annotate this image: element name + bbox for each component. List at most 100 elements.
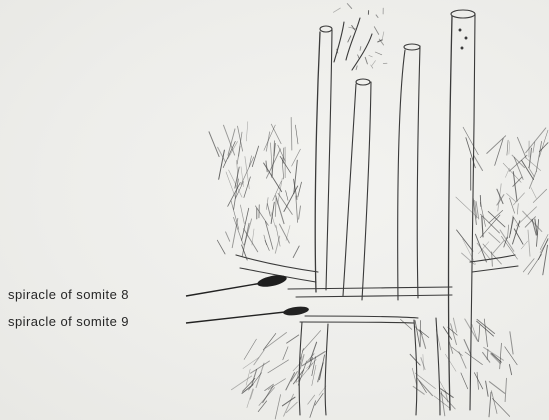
tube-dot: [459, 29, 461, 31]
seta-stroke: [252, 146, 258, 167]
seta-stroke: [286, 373, 295, 390]
seta-stroke: [523, 211, 542, 231]
seta-stroke: [244, 339, 256, 359]
seta-stroke: [375, 52, 382, 55]
seta-stroke: [529, 148, 531, 167]
seta-stroke: [243, 358, 259, 369]
seta-stroke: [274, 141, 275, 156]
seta-stroke: [401, 319, 412, 329]
seta-stroke: [503, 163, 521, 182]
seta-stroke: [423, 354, 424, 370]
seta-stroke: [223, 141, 235, 167]
seta-stroke: [531, 188, 536, 199]
tube-center: [343, 84, 356, 296]
seta-stroke: [493, 240, 504, 253]
seta-stroke: [369, 55, 373, 57]
seta-stroke: [268, 379, 285, 390]
setae: [209, 4, 548, 419]
seta-stroke: [481, 214, 500, 233]
seta-stroke: [271, 124, 281, 144]
seta-stroke: [452, 347, 463, 356]
seta-stroke: [410, 354, 420, 365]
seta-stroke: [312, 365, 316, 386]
seta-stroke: [250, 389, 253, 399]
seta-stroke: [457, 230, 473, 251]
seta-stroke: [267, 204, 270, 216]
seta-stroke: [228, 129, 235, 155]
tube-dot: [461, 47, 463, 49]
seta-stroke: [487, 136, 506, 154]
lower-trunk-left-edge: [325, 324, 328, 415]
seta-stroke: [226, 172, 236, 199]
seta-stroke: [413, 386, 424, 394]
seta-stroke: [286, 226, 290, 241]
seta-stroke: [275, 236, 279, 253]
label-spiracle-somite-8: spiracle of somite 8: [8, 287, 129, 303]
tube-right-inner: [398, 50, 405, 300]
leader-line-somite-9: [186, 311, 294, 323]
tube-left-thin-cap: [320, 26, 332, 32]
seta-stroke: [240, 205, 244, 224]
seta-stroke: [266, 149, 280, 178]
seta-stroke: [509, 218, 513, 238]
seta-stroke: [415, 326, 423, 334]
seta-stroke: [310, 401, 316, 418]
spiracle-somite-9: [283, 305, 310, 317]
seta-stroke: [295, 125, 298, 144]
seta-stroke: [275, 395, 280, 419]
seta-stroke: [217, 240, 225, 254]
seta-stroke: [465, 352, 482, 365]
seta-stroke: [489, 210, 503, 223]
seta-stroke: [464, 340, 471, 356]
tube-right-large: [449, 16, 452, 410]
tracheal-trunks: [236, 10, 518, 415]
seta-stroke: [264, 125, 275, 150]
seta-stroke: [209, 132, 219, 157]
spiracle-somite-8: [256, 273, 287, 289]
seta-stroke: [247, 389, 253, 408]
seta-stroke: [254, 350, 265, 365]
connective-upper-edge: [296, 295, 452, 297]
seta-stroke: [287, 335, 299, 343]
tube-right-inner-cap: [404, 44, 420, 50]
seta-stroke: [523, 259, 534, 272]
seta-stroke: [265, 240, 269, 250]
connective-upper: [288, 287, 452, 289]
seta-stroke: [489, 392, 491, 417]
seta-stroke: [445, 354, 456, 371]
seta-stroke: [358, 55, 359, 58]
seta-stroke: [517, 137, 526, 158]
seta-stroke: [292, 149, 301, 166]
seta-stroke: [482, 216, 483, 237]
seta-stroke: [439, 381, 446, 394]
tube-right-large-cap: [451, 10, 475, 18]
seta-stroke: [251, 361, 270, 373]
seta-stroke: [245, 157, 249, 189]
seta-stroke: [508, 225, 509, 239]
seta-stroke: [419, 381, 432, 396]
seta-stroke: [505, 378, 506, 401]
seta-stroke: [347, 4, 351, 9]
seta-stroke: [352, 26, 355, 30]
seta-stroke: [513, 193, 524, 205]
seta-stroke: [275, 198, 276, 216]
seta-stroke: [308, 395, 315, 404]
seta-stroke: [453, 318, 456, 332]
seta-stroke: [509, 142, 510, 155]
seta-stroke: [443, 327, 451, 340]
tube-left-thin-edge: [326, 30, 332, 290]
seta-stroke: [543, 245, 548, 275]
tube-left-thin: [315, 32, 320, 292]
seta-stroke: [489, 233, 500, 243]
seta-stroke: [296, 196, 298, 222]
tube-center-cap: [356, 79, 370, 85]
seta-stroke: [356, 66, 357, 70]
seta-stroke: [372, 61, 375, 66]
seta-stroke: [382, 32, 384, 41]
seta-stroke: [484, 319, 487, 347]
tube-dot: [465, 37, 467, 39]
seta-stroke: [374, 27, 378, 35]
seta-stroke: [299, 206, 301, 219]
